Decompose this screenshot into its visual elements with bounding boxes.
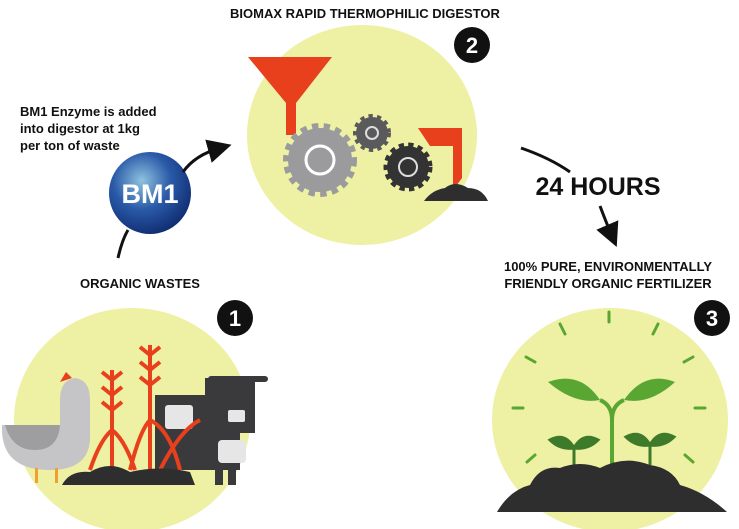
wheat-plants-icon: [88, 345, 201, 478]
soil-icon: [62, 466, 195, 485]
step-2-badge: [454, 27, 490, 63]
gear-dark-icon: [383, 142, 433, 192]
sprout-icon: [547, 378, 677, 470]
step-2-digestor: BIOMAX RAPID THERMOPHILIC DIGESTOR 2: [230, 6, 501, 245]
goose-icon: [1, 372, 90, 483]
step-3-fertilizer: 100% PURE, ENVIRONMENTALLY FRIENDLY ORGA…: [492, 259, 730, 529]
funnel-icon: [248, 57, 332, 135]
gear-large-icon: [283, 123, 357, 197]
step-2-title: BIOMAX RAPID THERMOPHILIC DIGESTOR: [230, 6, 500, 21]
step-3-title-line-1: 100% PURE, ENVIRONMENTALLY: [504, 259, 712, 274]
soil-mound-icon: [497, 460, 727, 512]
bm1-label: BM1: [121, 179, 178, 209]
sun-rays-icon: [511, 310, 707, 464]
enzyme-note-line-2: into digestor at 1kg: [20, 121, 140, 136]
step-3-badge: [694, 300, 730, 336]
step-1-title: ORGANIC WASTES: [80, 276, 200, 291]
step-1-circle: [14, 308, 250, 529]
enzyme-note-line-1: BM1 Enzyme is added: [20, 104, 157, 119]
enzyme-note: BM1 Enzyme is added into digestor at 1kg…: [20, 104, 157, 153]
gear-small-icon: [353, 114, 391, 152]
step-1-badge: [217, 300, 253, 336]
bm1-enzyme-ball: BM1: [109, 152, 191, 234]
step-2-number: 2: [466, 33, 478, 58]
cow-icon: [155, 376, 268, 485]
arrow-to-fertilizer: [596, 205, 619, 248]
arrow-digestor-out: [520, 146, 571, 174]
step-3-number: 3: [706, 306, 718, 331]
arrow-waste-to-enzyme: [116, 229, 130, 259]
compost-pile-icon: [424, 184, 488, 201]
duration-label: 24 HOURS: [535, 173, 660, 201]
enzyme-note-line-3: per ton of waste: [20, 138, 120, 153]
step-3-title-line-2: FRIENDLY ORGANIC FERTILIZER: [504, 276, 712, 291]
arrow-enzyme-to-digestor: [181, 139, 232, 173]
step-1-number: 1: [229, 306, 241, 331]
output-chute-icon: [418, 128, 462, 190]
step-1-organic-wastes: ORGANIC WASTES 1: [1, 276, 268, 529]
